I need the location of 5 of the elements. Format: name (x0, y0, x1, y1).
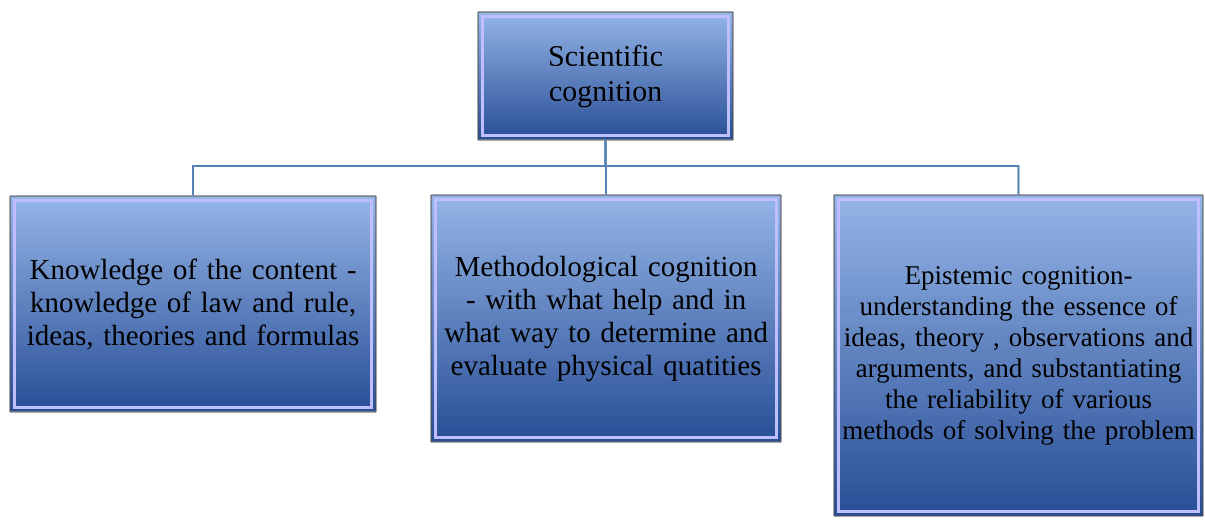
process-box: Knowledge of the content - knowledge of law and rule, ideas, theories and formulas (9, 195, 377, 413)
process-box: Epistemic cognition- understanding the essence of ideas, theory , observations and arguments, and substantiating the reliability of various methods of solving the problem (833, 194, 1204, 517)
connector (604, 139, 1020, 196)
process-box: Methodological cognition - with what help and in what way to determine and evaluate physical quatities (430, 194, 782, 443)
process-box: Scientific cognition (477, 11, 734, 141)
